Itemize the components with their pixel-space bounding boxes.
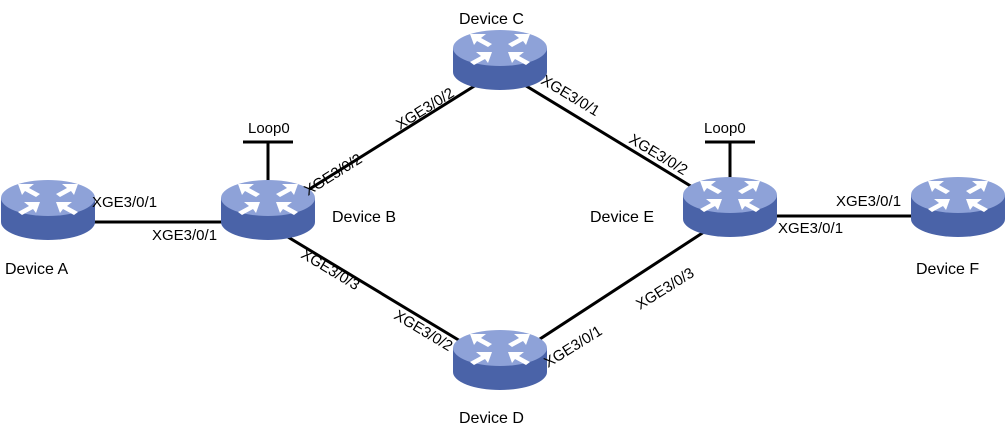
router-icon <box>453 30 547 90</box>
device-a[interactable]: Device A <box>1 180 95 278</box>
port-label-e-ce: XGE3/0/2 <box>626 131 691 179</box>
router-icon <box>453 330 547 390</box>
device-e[interactable]: Device E <box>590 177 777 237</box>
device-f[interactable]: Device F <box>911 177 1005 278</box>
device-a-label: Device A <box>5 261 68 278</box>
device-f-label: Device F <box>916 261 979 278</box>
port-label-b-ab: XGE3/0/1 <box>152 227 217 244</box>
device-b[interactable]: Device B <box>221 180 396 240</box>
loopback-b: Loop0 <box>243 120 293 190</box>
port-label-a-ab: XGE3/0/1 <box>92 194 157 211</box>
port-label-b-bd: XGE3/0/3 <box>298 246 363 294</box>
device-d[interactable]: Device D <box>453 330 547 427</box>
port-label-f-ef: XGE3/0/1 <box>836 193 901 210</box>
router-icon <box>911 177 1005 237</box>
port-label-b-bc: XGE3/0/2 <box>301 151 365 200</box>
port-label-c-bc: XGE3/0/2 <box>393 85 457 134</box>
router-icon <box>221 180 315 240</box>
router-icon <box>683 177 777 237</box>
loopback-b-label: Loop0 <box>248 120 290 137</box>
device-b-label: Device B <box>332 209 396 226</box>
port-label-d-de: XGE3/0/1 <box>541 323 605 372</box>
device-c[interactable]: Device C <box>453 11 547 90</box>
router-icon <box>1 180 95 240</box>
port-label-e-ef: XGE3/0/1 <box>778 220 843 237</box>
loopback-e: Loop0 <box>704 120 755 184</box>
loopback-e-label: Loop0 <box>704 120 746 137</box>
device-e-label: Device E <box>590 209 654 226</box>
device-c-label: Device C <box>459 11 524 28</box>
device-d-label: Device D <box>459 410 524 427</box>
